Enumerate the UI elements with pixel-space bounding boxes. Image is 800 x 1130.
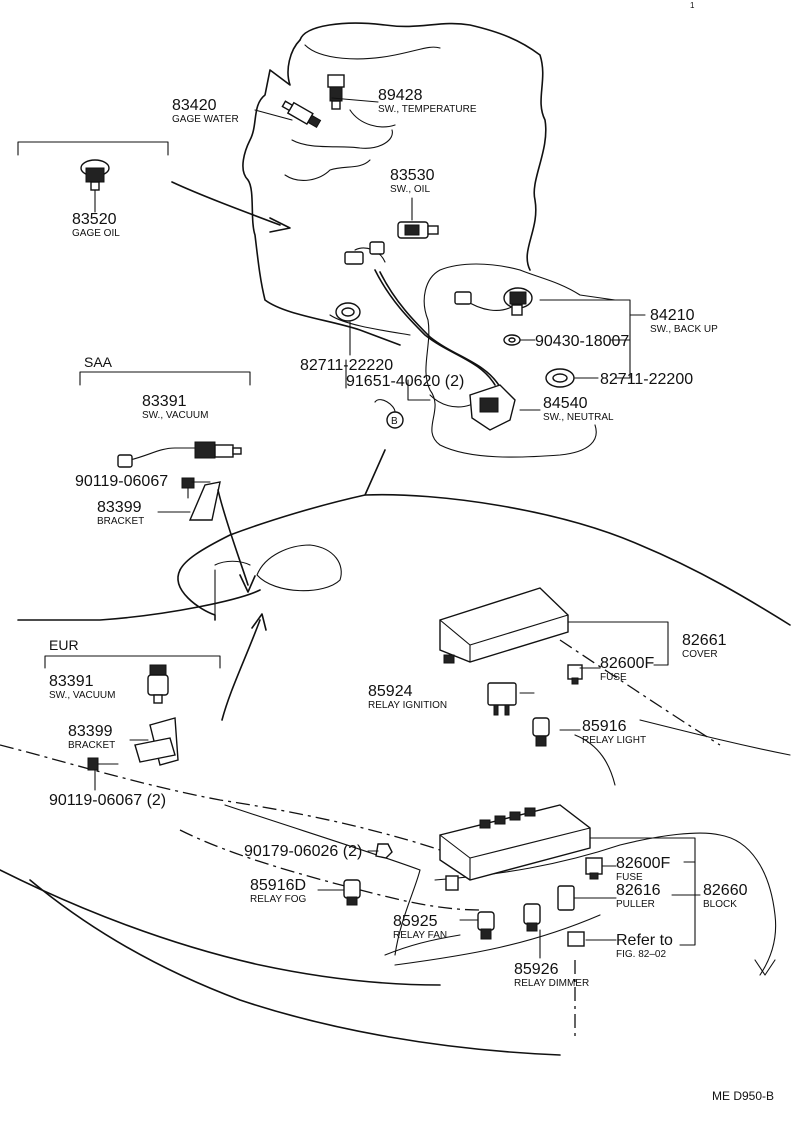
label-82616-name: PULLER	[616, 899, 655, 910]
corner-mark: 1	[690, 1, 695, 10]
eur-vacuum-switch	[147, 664, 169, 704]
saa-bolt	[181, 477, 195, 499]
label-eur-83391-num: 83391	[49, 673, 94, 690]
label-85916-num: 85916	[582, 718, 627, 735]
group-eur-label: EUR	[49, 637, 79, 653]
gage-oil-sensor	[80, 159, 110, 213]
label-82660-num: 82660	[703, 882, 748, 899]
group-saa-label: SAA	[84, 354, 113, 370]
back-up-switch	[503, 287, 533, 316]
gage-water-sensor	[281, 100, 322, 129]
wire-harness	[344, 241, 616, 388]
oil-switch	[397, 221, 439, 239]
saa-bracket	[188, 481, 221, 521]
label-82661-name: COVER	[682, 649, 718, 660]
label-82600f-upper-num: 82600F	[600, 655, 654, 672]
label-82616-num: 82616	[616, 882, 661, 899]
label-85925-name: RELAY FAN	[393, 930, 447, 941]
relay-dimmer	[523, 903, 541, 932]
refer-part	[567, 931, 585, 947]
label-84210-name: SW., BACK UP	[650, 324, 718, 335]
connector-circle-b: B	[386, 411, 404, 429]
labels: 83420 GAGE WATER 89428 SW., TEMPERATURE …	[49, 1, 774, 1103]
fuse-lower	[585, 857, 603, 880]
label-saa-90119-num: 90119-06067	[75, 473, 168, 490]
clamp-82711-22200	[545, 368, 575, 388]
eur-bolt	[87, 757, 119, 771]
label-82661-num: 82661	[682, 632, 727, 649]
label-90430-num: 90430-18007	[535, 333, 629, 350]
label-83420-num: 83420	[172, 97, 217, 114]
label-saa-83391-num: 83391	[142, 393, 187, 410]
label-91651-num: 91651-40620 (2)	[346, 373, 464, 390]
label-85924-name: RELAY IGNITION	[368, 700, 447, 711]
label-85916d-num: 85916D	[250, 877, 306, 894]
fuse-block	[439, 804, 591, 891]
label-90179-num: 90179-06026 (2)	[244, 843, 362, 860]
label-saa-83399-num: 83399	[97, 499, 142, 516]
leader-lines	[17, 97, 701, 959]
label-saa-83391-name: SW., VACUUM	[142, 410, 208, 421]
label-85925-num: 85925	[393, 913, 438, 930]
label-84540-num: 84540	[543, 395, 588, 412]
label-84540-name: SW., NEUTRAL	[543, 412, 614, 423]
label-eur-83399-name: BRACKET	[68, 740, 115, 751]
relay-fog	[343, 879, 361, 906]
gasket-washer	[503, 334, 521, 346]
label-89428-num: 89428	[378, 87, 423, 104]
label-85926-num: 85926	[514, 961, 559, 978]
label-85916d-name: RELAY FOG	[250, 894, 307, 905]
label-82711-22220-num: 82711-22220	[300, 357, 393, 374]
label-85926-name: RELAY DIMMER	[514, 978, 589, 989]
label-83530-num: 83530	[390, 167, 435, 184]
fuse-box-cover	[439, 587, 569, 664]
eur-bracket	[134, 717, 179, 766]
relay-ignition	[487, 682, 517, 716]
label-saa-83399-name: BRACKET	[97, 516, 144, 527]
nut-90179	[375, 843, 393, 859]
temperature-switch	[327, 74, 345, 110]
label-85924-num: 85924	[368, 683, 413, 700]
label-83530-name: SW., OIL	[390, 184, 430, 195]
label-84210-num: 84210	[650, 307, 695, 324]
label-eur-83399-num: 83399	[68, 723, 113, 740]
fuse-puller	[557, 885, 575, 911]
label-82600f-lower-name: FUSE	[616, 872, 643, 883]
label-89428-name: SW., TEMPERATURE	[378, 104, 477, 115]
label-85916-name: RELAY LIGHT	[582, 735, 646, 746]
clamp-82711-22220	[335, 302, 361, 322]
engine-outline	[242, 22, 616, 458]
relay-light	[532, 717, 550, 747]
refer-fig: FIG. 82–02	[616, 949, 666, 960]
footer-code: ME D950-B	[712, 1089, 774, 1103]
label-82660-name: BLOCK	[703, 899, 737, 910]
saa-vacuum-switch	[117, 441, 242, 468]
label-83520-num: 83520	[72, 211, 117, 228]
label-82711-22200-num: 82711-22200	[600, 371, 693, 388]
neutral-switch	[469, 384, 516, 431]
refer-text: Refer to	[616, 932, 673, 949]
fuse-upper	[567, 664, 583, 685]
label-eur-90119-num: 90119-06067 (2)	[49, 792, 166, 809]
vehicle-body-outline	[0, 449, 791, 1056]
label-82600f-upper-name: FUSE	[600, 672, 627, 683]
label-83420-name: GAGE WATER	[172, 114, 239, 125]
relay-fan	[477, 911, 495, 940]
label-eur-83391-name: SW., VACUUM	[49, 690, 115, 701]
label-82600f-lower-num: 82600F	[616, 855, 670, 872]
label-83520-name: GAGE OIL	[72, 228, 120, 239]
circle-b-label: B	[391, 416, 398, 427]
